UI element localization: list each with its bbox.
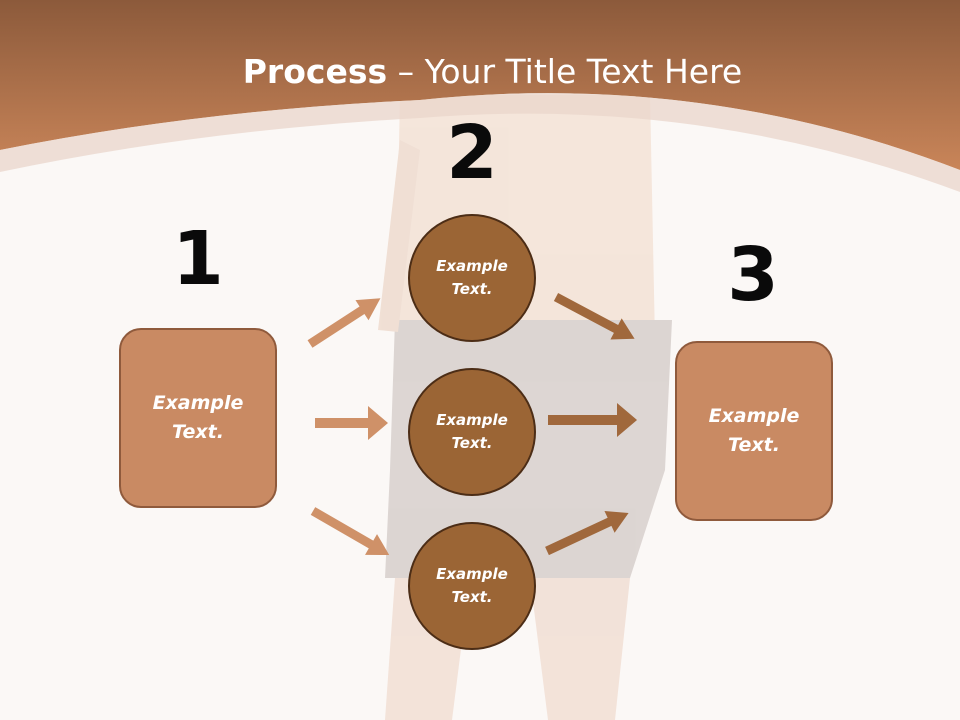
step-2-circle-bottom: Example Text. [408,522,536,650]
circle-text: Example Text. [436,565,508,606]
circle-text: Example Text. [436,411,508,452]
arrow-1-to-middle [315,406,388,440]
arrow-1-to-top [307,298,381,348]
title-rest: – Your Title Text Here [387,52,743,91]
slide-title: Process – Your Title Text Here [0,52,960,91]
step-number-2: 2 [446,110,498,196]
step-2-circle-top: Example Text. [408,214,536,342]
header-band [0,0,960,170]
title-bold: Process [242,52,388,91]
arrow-middle-to-3 [548,403,637,437]
arrow-1-to-bottom [310,507,390,555]
arrow-bottom-to-3 [545,510,629,556]
step-number-3: 3 [727,232,779,318]
step-number-1: 1 [172,216,224,302]
circle-text: Example Text. [436,257,508,298]
step-3-box-text: Example Text. [708,405,800,456]
arrow-top-to-3 [553,293,635,340]
header-swoosh [0,93,960,192]
step-1-box-text: Example Text. [152,392,244,443]
step-2-circle-middle: Example Text. [408,368,536,496]
step-1-box: Example Text. [119,328,277,508]
step-3-box: Example Text. [675,341,833,521]
